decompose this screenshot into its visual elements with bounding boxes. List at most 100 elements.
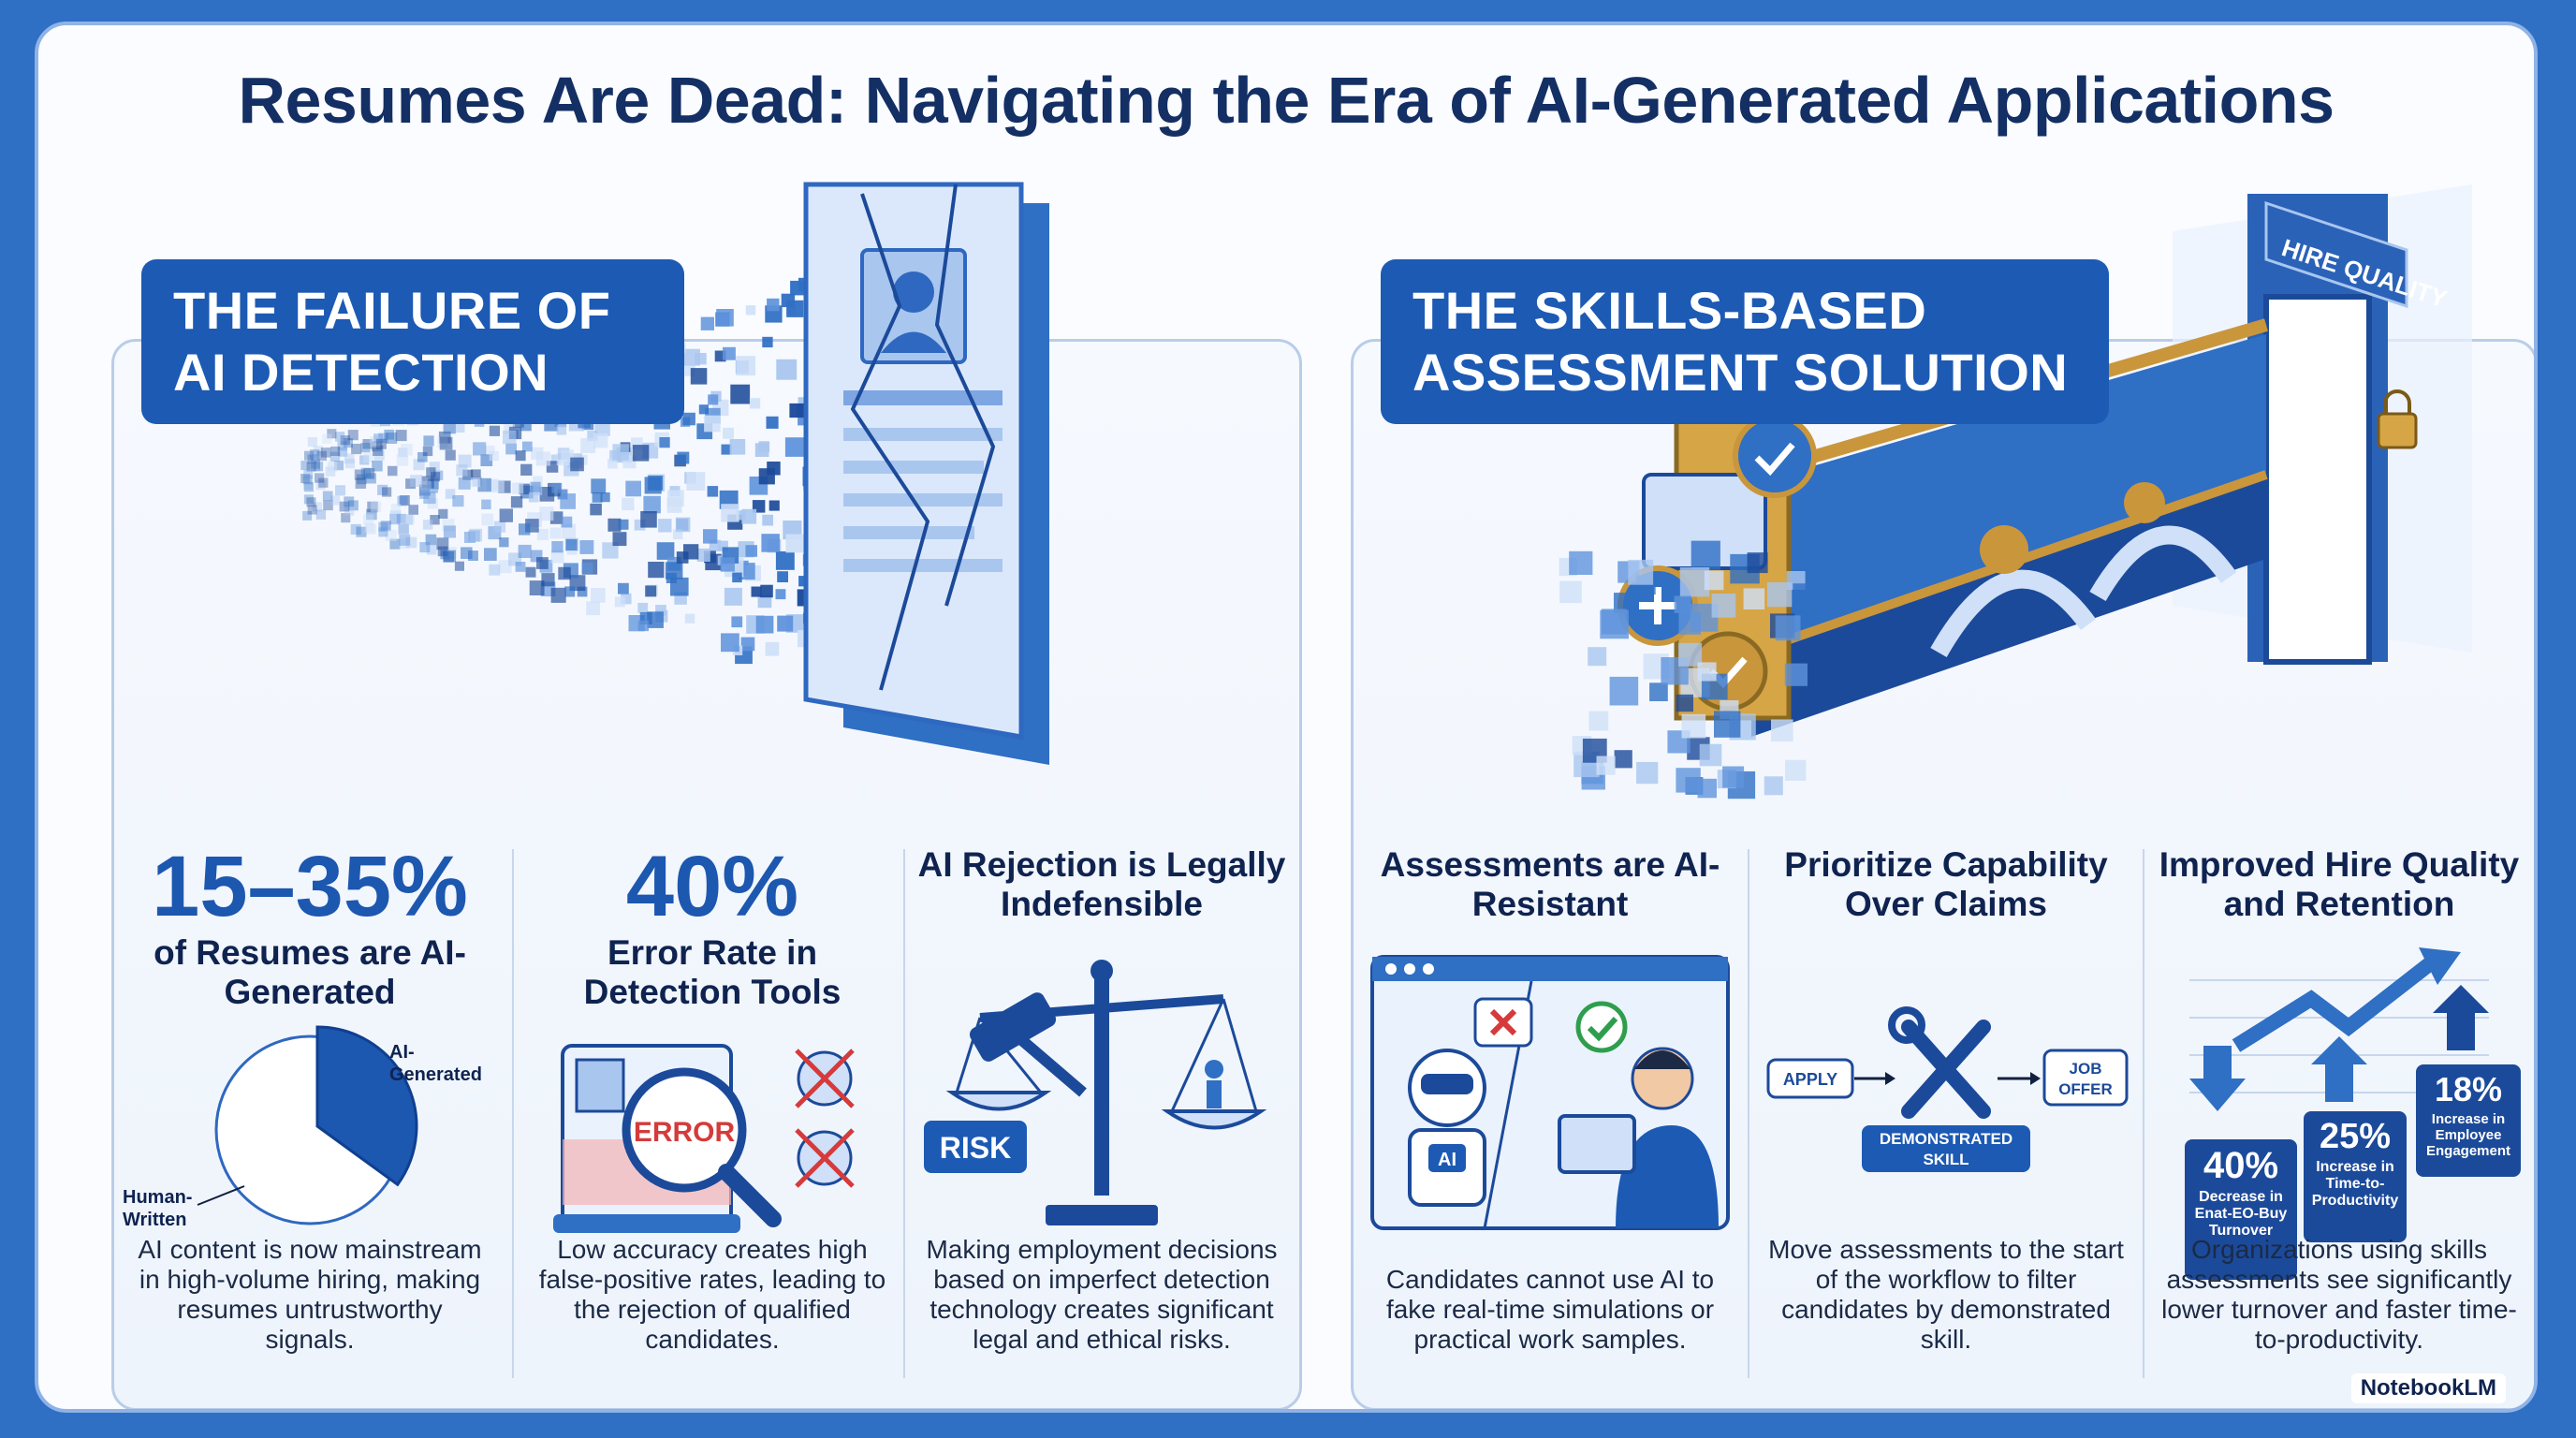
stat-label: of Resumes are AI-Generated [154,933,466,1011]
pixel-block [1588,711,1609,731]
stat-badge-value: 18% [2434,1070,2503,1108]
fortress-bridge-illustration: HIRE QUALITY [1559,184,2472,800]
pixel-fragment [373,433,384,444]
pixel-block [1569,550,1593,575]
pixel-fragment [339,501,350,512]
pixel-fragment [587,431,598,442]
pixel-fragment [530,481,541,492]
pixel-fragment [740,637,755,652]
pixel-fragment [730,384,751,404]
pixel-fragment [354,469,365,480]
pixel-fragment [607,518,622,532]
infographic-frame: Resumes Are Dead: Navigating the Era of … [35,22,2538,1413]
pixel-fragment [378,433,388,444]
stat-description: AI content is now mainstream in high-vol… [138,1235,482,1354]
pixel-fragment [306,497,316,507]
wrench-screwdriver-icon [1888,1006,1991,1119]
apply-step: APPLY [1783,1070,1837,1089]
pixel-fragment [389,510,402,521]
pixel-fragment [489,450,499,462]
stat-badge-turnover: 40% Decrease in Enat-EO-Buy Turnover [2185,1139,2297,1280]
pixel-block [1559,580,1582,604]
pie-chart [197,1025,418,1225]
pixel-fragment [720,557,735,572]
pixel-fragment [302,475,313,485]
pixel-block [1785,759,1807,781]
pixel-fragment [698,404,709,415]
pixel-fragment [363,452,373,463]
pixel-fragment [736,510,746,521]
pixel-fragment [310,459,320,469]
pixel-fragment [696,548,710,562]
pixel-block [1714,711,1741,738]
pixel-fragment [643,495,661,514]
pixel-fragment [592,492,603,503]
pixel-fragment [313,446,323,456]
pixel-fragment [758,468,775,485]
gear-icon [1980,525,2028,574]
pixel-fragment [367,501,378,513]
pixel-fragment [420,481,432,492]
up-arrow-icon [2433,985,2489,1050]
pixel-fragment [550,587,566,603]
pixel-fragment [493,521,506,533]
pixel-fragment [551,541,564,553]
pixel-block [1614,750,1632,769]
pixel-fragment [549,527,562,539]
column-heading: Prioritize Capability Over Claims [1784,845,2108,923]
pixel-fragment [304,450,314,461]
pixel-fragment [489,564,501,576]
pixel-fragment [640,511,657,528]
stat-badge-label: Decrease in Enat-EO-Buy Turnover [2194,1189,2288,1239]
pixel-fragment [372,441,383,452]
pixel-fragment [775,550,795,570]
pixel-fragment [522,441,533,452]
ai-badge: AI [1438,1150,1456,1170]
pixel-fragment [365,523,377,535]
pixel-block [1681,713,1706,739]
pixel-fragment [580,438,596,453]
pixel-fragment [303,482,314,492]
left-section-tag: THE FAILURE OF AI DETECTION [141,259,684,424]
pixel-fragment [311,462,320,472]
pixel-fragment [313,502,323,512]
pixel-fragment [307,505,317,515]
padlock-icon [2377,389,2418,449]
pixel-block [1771,719,1793,742]
pixel-fragment [360,467,372,478]
column-description: Move assessments to the start of the wor… [1768,1235,2124,1354]
pixel-fragment [389,538,401,550]
pixel-fragment [471,477,481,488]
pixel-fragment [784,437,805,457]
pixel-fragment [362,439,373,449]
column-heading: AI Rejection is Legally Indefensible [917,845,1286,923]
pie-label-ai-text: AI-Generated [389,1042,482,1085]
pixel-fragment [306,462,316,472]
pixel-fragment [686,472,706,491]
gavel-icon [969,992,1087,1097]
pixel-fragment [390,504,401,514]
pixel-fragment [703,529,718,544]
pie-slice-ai [315,1025,418,1187]
pixel-fragment [723,427,734,439]
rejected-candidate-icon [795,1049,855,1188]
column-heading: Improved Hire Quality and Retention [2159,845,2520,923]
pixel-fragment [768,500,780,511]
pixel-fragment [721,444,732,455]
notebooklm-brand: NotebookLM [2350,1373,2506,1403]
pixel-fragment [481,499,491,509]
stat-value: 40% [625,839,799,934]
pixel-fragment [454,561,464,571]
pixel-fragment [777,615,794,632]
pixel-fragment [721,504,739,522]
down-arrow-icon [2189,1046,2246,1111]
stat-description: Low accuracy creates high false-positive… [538,1235,886,1354]
pixel-fragment [541,573,555,587]
pixel-fragment [360,443,371,453]
pixel-fragment [458,454,472,468]
improvement-stats-illustration [2189,947,2489,1111]
pixel-block [1784,663,1808,686]
pixel-fragment [622,497,635,511]
stat-badge-engagement: 18% Increase in Employee Engagement [2416,1064,2521,1177]
pixel-fragment [723,346,736,360]
